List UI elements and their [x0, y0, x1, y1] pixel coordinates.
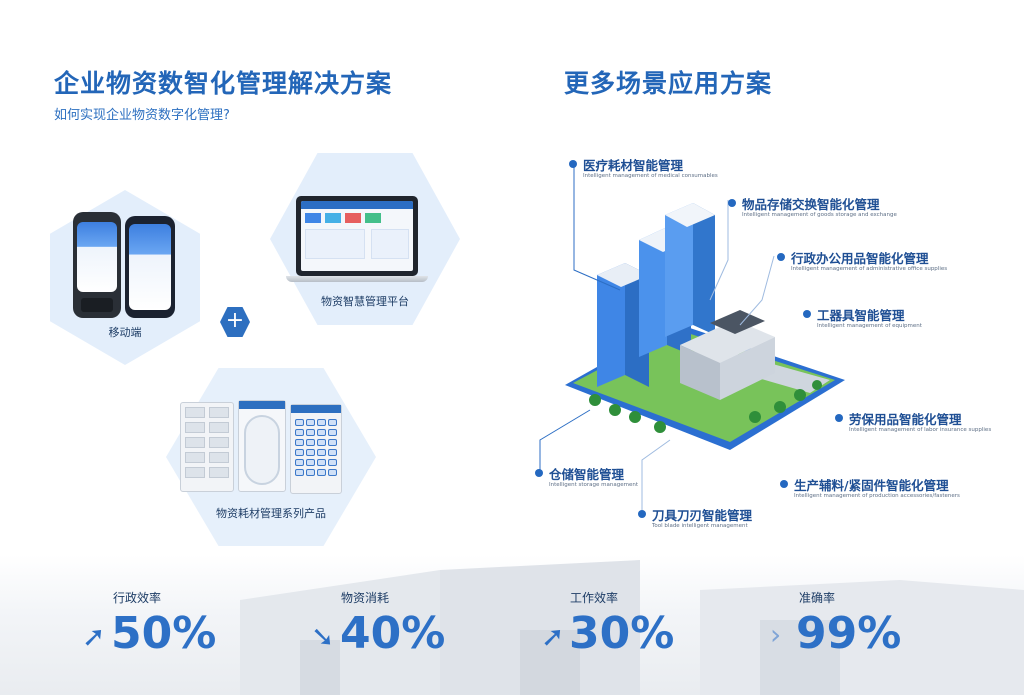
- stat-value-admin: 50%: [111, 608, 217, 659]
- phone-device-smartphone: [125, 216, 175, 318]
- scenario-dot-icon: [780, 480, 788, 488]
- stat-label-consumption: 物资消耗: [340, 591, 389, 605]
- scenario-name: 物品存储交换智能化管理: [742, 197, 880, 212]
- scenarios-title: 更多场景应用方案: [564, 69, 773, 98]
- chevron-right-icon: ›: [770, 618, 782, 651]
- stat-value-accuracy: 99%: [796, 608, 902, 659]
- stat-label-accuracy: 准确率: [798, 591, 835, 605]
- scenario-en: Intelligent management of equipment: [817, 323, 922, 329]
- scenario-en: Intelligent management of goods storage …: [742, 212, 897, 218]
- laptop-device: [296, 196, 418, 276]
- scenario-connector-lines: [539, 162, 775, 510]
- arrow-up-icon: ➚: [82, 620, 106, 653]
- mobile-caption: 移动端: [108, 326, 142, 339]
- platform-caption: 物资智慧管理平台: [321, 295, 409, 308]
- arrow-up-icon: ➚: [541, 620, 565, 653]
- page-title: 企业物资数智化管理解决方案: [54, 69, 393, 98]
- scenario-name: 仓储智能管理: [549, 467, 625, 482]
- scenario-en: Intelligent management of administrative…: [791, 266, 948, 272]
- scenario-name: 工器具智能管理: [817, 308, 905, 323]
- scenario-name: 医疗耗材智能管理: [583, 158, 684, 173]
- plus-icon: +: [220, 307, 250, 337]
- scenario-dot-icon: [638, 510, 646, 518]
- scenario-name: 生产辅料/紧固件智能化管理: [794, 478, 949, 493]
- stat-value-work: 30%: [569, 608, 675, 659]
- arrow-down-icon: ➘: [311, 620, 335, 653]
- isometric-city-illustration: [565, 203, 845, 450]
- scenario-en: Intelligent management of labor insuranc…: [849, 427, 992, 433]
- scenario-name: 刀具刀刃智能管理: [652, 508, 753, 523]
- scenario-en: Intelligent management of production acc…: [794, 493, 960, 499]
- laptop-base: [286, 276, 428, 282]
- stat-value-consumption: 40%: [340, 608, 446, 659]
- scenario-dot-icon: [535, 469, 543, 477]
- scenario-en: Intelligent management of medical consum…: [583, 173, 718, 179]
- scenario-dot-icon: [803, 310, 811, 318]
- products-caption: 物资耗材管理系列产品: [216, 507, 326, 520]
- scenario-dot-icon: [569, 160, 577, 168]
- vending-cabinet-round: [238, 400, 286, 492]
- stat-label-admin: 行政效率: [112, 591, 161, 605]
- scenario-name: 行政办公用品智能化管理: [791, 251, 929, 266]
- vending-cabinet-grid: [290, 404, 342, 494]
- locker-cabinet-grey: [180, 402, 234, 492]
- page-subtitle: 如何实现企业物资数字化管理?: [54, 108, 230, 123]
- stat-label-work: 工作效率: [569, 591, 618, 605]
- building-silhouette-background: [240, 560, 1024, 695]
- scenario-dot-icon: [728, 199, 736, 207]
- scenario-name: 劳保用品智能化管理: [849, 412, 962, 427]
- scenario-en: Tool blade intelligent management: [652, 523, 748, 529]
- scenario-dot-icon: [777, 253, 785, 261]
- scenario-en: Intelligent storage management: [549, 482, 638, 488]
- phone-device-rugged: [73, 212, 121, 318]
- scenario-dot-icon: [835, 414, 843, 422]
